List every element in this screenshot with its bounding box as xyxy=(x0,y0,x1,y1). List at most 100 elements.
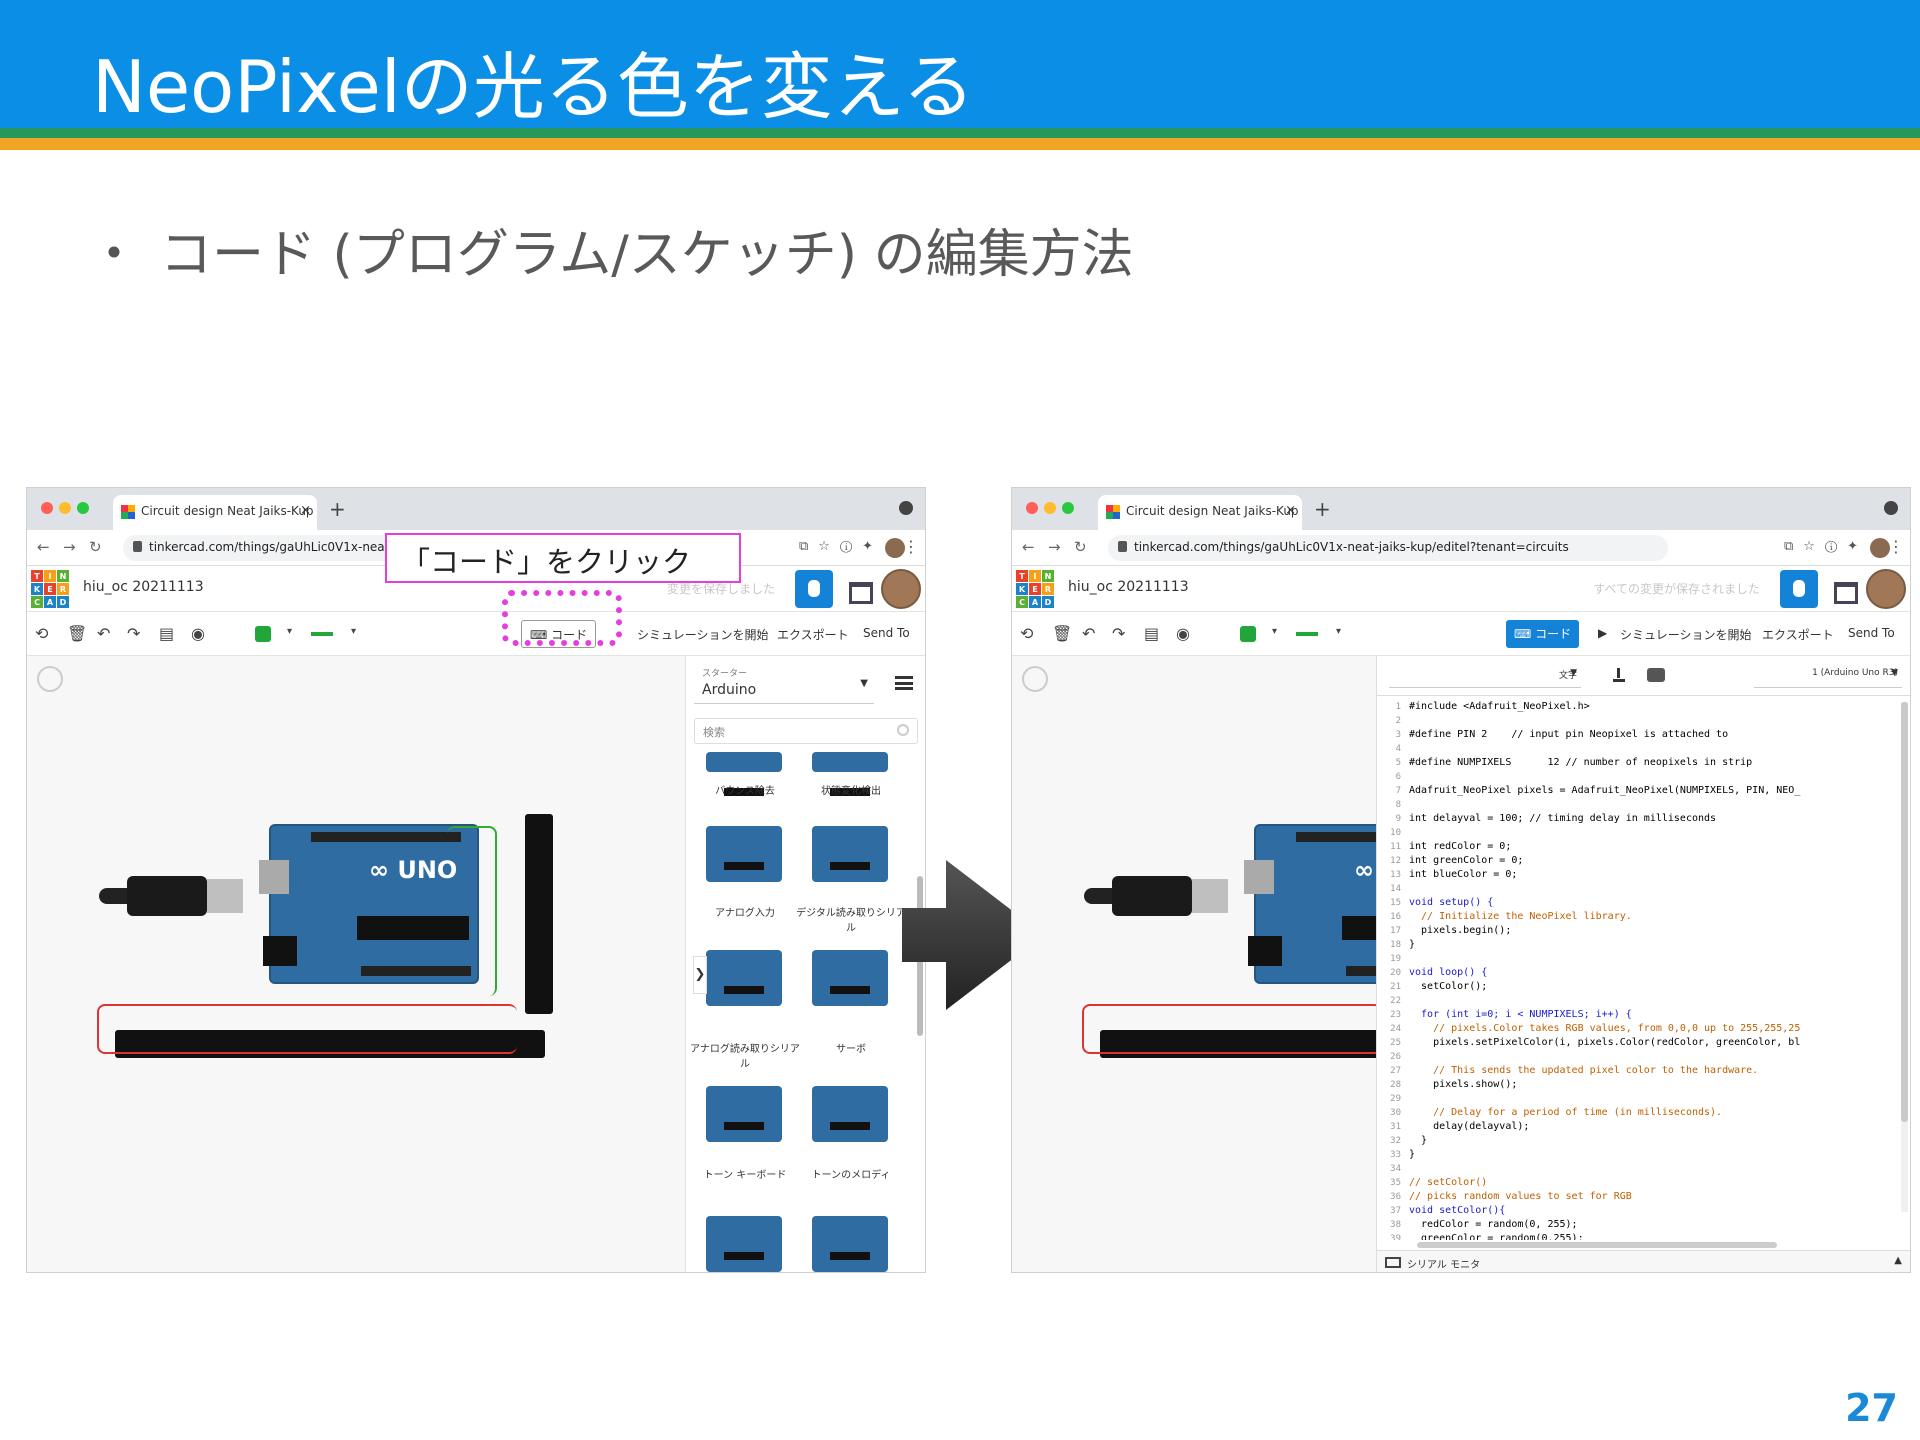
back-icon[interactable]: ← xyxy=(37,538,50,556)
address-bar: ← → ↻ tinkercad.com/things/gaUhLic0V1x-n… xyxy=(1012,530,1910,566)
code-mode-select[interactable]: 文字▼ xyxy=(1389,666,1581,688)
neopixel-strip-vertical[interactable] xyxy=(525,814,553,1014)
print-icon[interactable] xyxy=(1647,668,1665,682)
green-wire[interactable] xyxy=(447,826,497,996)
new-tab-icon[interactable]: + xyxy=(1314,497,1331,521)
minimize-window-icon[interactable] xyxy=(59,502,71,514)
close-window-icon[interactable] xyxy=(41,502,53,514)
delete-icon[interactable]: 🗑 xyxy=(67,624,88,643)
browser-tab[interactable]: Circuit design Neat Jaiks-Kup × xyxy=(1098,495,1302,530)
forward-icon[interactable]: → xyxy=(63,538,76,556)
bug-icon[interactable] xyxy=(795,570,833,608)
red-wire[interactable] xyxy=(1082,1004,1382,1054)
code-horizontal-scrollbar[interactable] xyxy=(1417,1242,1777,1248)
red-wire[interactable] xyxy=(97,1004,517,1054)
circuit-canvas[interactable]: ∞ UNO 文字▼ 1 (Arduino Uno R3)▼ 1#include … xyxy=(1012,656,1910,1272)
undo-icon[interactable]: ↶ xyxy=(97,624,111,643)
export-button[interactable]: エクスポート xyxy=(777,628,849,642)
fit-view-icon[interactable] xyxy=(1022,666,1048,692)
maximize-window-icon[interactable] xyxy=(1062,502,1074,514)
search-input[interactable]: 検索 xyxy=(694,718,918,744)
browser-extension-icons[interactable]: ⧉☆ⓘ✦ xyxy=(1784,539,1868,554)
close-window-icon[interactable] xyxy=(1026,502,1038,514)
component-thumbnail[interactable] xyxy=(706,950,782,1006)
undo-icon[interactable]: ↶ xyxy=(1082,624,1096,643)
fit-view-icon[interactable] xyxy=(37,666,63,692)
export-button[interactable]: エクスポート xyxy=(1762,628,1834,642)
component-thumbnail[interactable] xyxy=(706,1086,782,1142)
chevron-down-icon[interactable]: ▾ xyxy=(287,626,293,637)
component-thumbnail[interactable] xyxy=(812,950,888,1006)
component-thumbnail[interactable] xyxy=(706,752,782,796)
back-icon[interactable]: ← xyxy=(1022,538,1035,556)
url-field[interactable]: tinkercad.com/things/gaUhLic0V1x-neat-ja… xyxy=(1108,535,1668,561)
forward-icon[interactable]: → xyxy=(1048,538,1061,556)
redo-icon[interactable]: ↷ xyxy=(1112,624,1126,643)
send-to-button[interactable]: Send To xyxy=(1848,626,1895,640)
code-text: // Initialize the NeoPixel library. xyxy=(1409,911,1632,922)
visibility-icon[interactable]: ◉ xyxy=(191,624,205,643)
browser-tab[interactable]: Circuit design Neat Jaiks-Kup × xyxy=(113,495,317,530)
redo-icon[interactable]: ↷ xyxy=(127,624,141,643)
visibility-icon[interactable]: ◉ xyxy=(1176,624,1190,643)
component-thumbnail[interactable] xyxy=(812,752,888,796)
profile-avatar[interactable] xyxy=(885,538,905,558)
component-thumbnail[interactable] xyxy=(812,1216,888,1272)
notes-icon[interactable]: ▤ xyxy=(1144,624,1160,643)
wire-color-picker[interactable] xyxy=(255,626,271,642)
reload-icon[interactable]: ↻ xyxy=(89,538,102,556)
wire-type-icon[interactable] xyxy=(1296,632,1318,636)
arduino-uno-board[interactable]: ∞ UNO xyxy=(259,824,479,984)
new-tab-icon[interactable]: + xyxy=(329,497,346,521)
browser-extension-icons[interactable]: ⧉☆ⓘ✦ xyxy=(799,539,883,554)
collapse-panel-icon[interactable]: ❯ xyxy=(693,956,707,994)
user-avatar[interactable] xyxy=(1866,569,1906,609)
start-simulation-button[interactable]: シミュレーションを開始 xyxy=(637,628,769,642)
component-thumbnail[interactable] xyxy=(706,826,782,882)
rotate-icon[interactable]: ⟲ xyxy=(1020,624,1034,643)
browser-menu-icon[interactable]: ⋮ xyxy=(903,537,919,556)
component-thumbnail[interactable] xyxy=(812,1086,888,1142)
component-list-icon[interactable] xyxy=(839,570,877,608)
tab-close-icon[interactable]: × xyxy=(300,503,311,518)
download-icon[interactable] xyxy=(1613,668,1625,682)
tab-close-icon[interactable]: × xyxy=(1285,503,1296,518)
project-name[interactable]: hiu_oc 20211113 xyxy=(83,579,204,595)
reload-icon[interactable]: ↻ xyxy=(1074,538,1087,556)
project-name[interactable]: hiu_oc 20211113 xyxy=(1068,579,1189,595)
notes-icon[interactable]: ▤ xyxy=(159,624,175,643)
profile-avatar[interactable] xyxy=(1870,538,1890,558)
chevron-down-icon[interactable]: ▾ xyxy=(1336,626,1342,637)
browser-menu-icon[interactable]: ⋮ xyxy=(1888,537,1904,556)
chevron-down-icon[interactable]: ▾ xyxy=(351,626,357,637)
list-view-icon[interactable] xyxy=(895,676,913,690)
account-circle-icon[interactable] xyxy=(1884,501,1898,515)
maximize-window-icon[interactable] xyxy=(77,502,89,514)
code-vertical-scrollbar[interactable] xyxy=(1901,702,1908,1212)
circuit-canvas[interactable]: ∞ UNO スターター Arduino ▼ 検索 バウンス除去 状態変化検出 xyxy=(27,656,925,1272)
chevron-up-icon[interactable]: ▲ xyxy=(1894,1255,1902,1266)
delete-icon[interactable]: 🗑 xyxy=(1052,624,1073,643)
account-circle-icon[interactable] xyxy=(899,501,913,515)
wire-color-picker[interactable] xyxy=(1240,626,1256,642)
start-simulation-button[interactable]: シミュレーションを開始 xyxy=(1620,628,1752,642)
user-avatar[interactable] xyxy=(881,569,921,609)
starter-selector[interactable]: スターター Arduino ▼ xyxy=(694,662,874,704)
device-select[interactable]: 1 (Arduino Uno R3)▼ xyxy=(1754,666,1902,688)
component-list-icon[interactable] xyxy=(1824,570,1862,608)
minimize-window-icon[interactable] xyxy=(1044,502,1056,514)
code-line: 28 pixels.show(); xyxy=(1377,1078,1897,1092)
code-button-active[interactable]: ⌨ コード xyxy=(1506,620,1580,648)
send-to-button[interactable]: Send To xyxy=(863,626,910,640)
rotate-icon[interactable]: ⟲ xyxy=(35,624,49,643)
bug-icon[interactable] xyxy=(1780,570,1818,608)
chevron-down-icon[interactable]: ▾ xyxy=(1272,626,1278,637)
wire-type-icon[interactable] xyxy=(311,632,333,636)
serial-monitor-bar[interactable]: シリアル モニタ ▲ xyxy=(1377,1250,1910,1272)
component-thumbnail[interactable] xyxy=(706,1216,782,1272)
play-icon[interactable]: ▶ xyxy=(1598,626,1608,640)
component-thumbnail[interactable] xyxy=(812,826,888,882)
